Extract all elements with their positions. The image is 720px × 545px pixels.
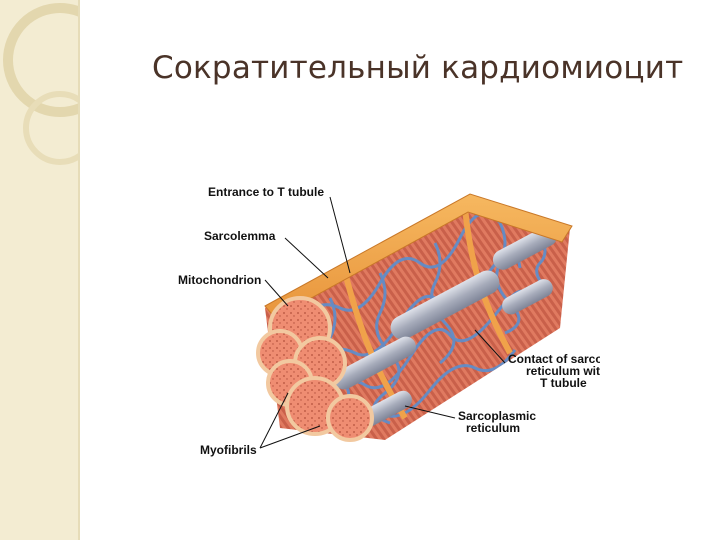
myofibril-cross-sections [256, 296, 374, 442]
label-contact-line3: T tubule [540, 376, 587, 390]
leader-lines [259, 196, 506, 449]
label-sarcoplasmic-line2: reticulum [466, 421, 520, 435]
label-sarcolemma: Sarcolemma [204, 229, 276, 243]
decorative-side-strip [0, 0, 117, 540]
label-sarcoplasmic-line1: Sarcoplasmic [458, 409, 536, 423]
label-myofibrils: Myofibrils [200, 443, 257, 457]
strip-divider [78, 0, 80, 540]
label-contact-line2: reticulum with [526, 364, 600, 378]
slide-title: Сократительный кардиомиоцит [152, 50, 684, 86]
label-mitochondrion: Mitochondrion [178, 273, 261, 287]
label-contact-line1: Contact of sarcoplasmic [508, 352, 600, 366]
decorative-circles [3, 3, 117, 165]
label-entrance-t-tubule: Entrance to T tubule [208, 185, 324, 199]
cardiomyocyte-diagram: Entrance to T tubule Sarcolemma Mitochon… [178, 185, 600, 457]
